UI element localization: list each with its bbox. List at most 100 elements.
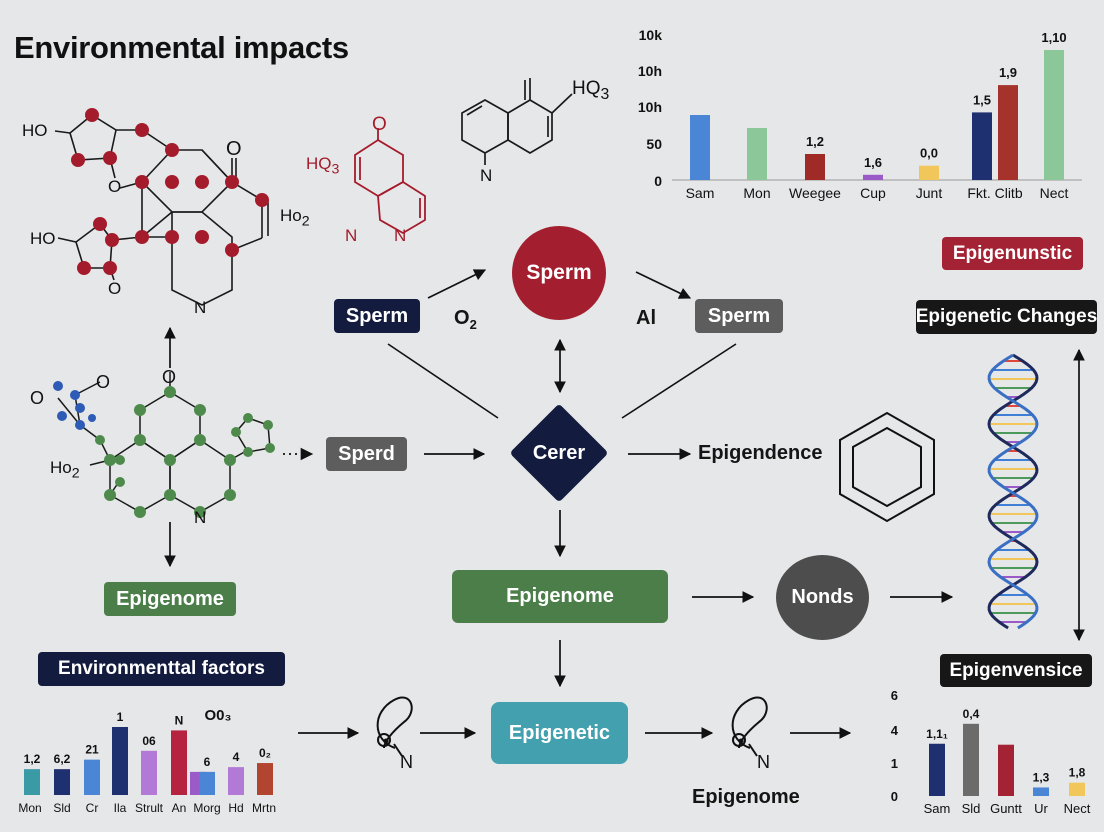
- x-tick-label: Cr: [86, 801, 99, 815]
- x-tick-label: Mon: [18, 801, 41, 815]
- molecule-4-atoms: [53, 381, 275, 518]
- environmental-factors-node[interactable]: Environmenttal factors: [38, 652, 285, 686]
- x-tick-label: Junt: [916, 185, 943, 201]
- bar: [805, 154, 825, 180]
- m4-o-label: O: [30, 388, 45, 408]
- x-tick-label: Ur: [1034, 801, 1048, 816]
- nonds-node[interactable]: Nonds: [776, 555, 869, 640]
- m4-o-top-label: O: [162, 367, 177, 387]
- x-tick-label: Morg: [193, 801, 220, 815]
- bar: [998, 744, 1014, 796]
- epigenvensice-node[interactable]: Epigenvensice: [940, 654, 1092, 687]
- m4-n-label: N: [194, 508, 207, 527]
- x-tick-label: Sld: [962, 801, 981, 816]
- bar: [257, 763, 273, 795]
- m2-n-right-label: N: [394, 226, 407, 245]
- m1-o-top-label: O: [226, 138, 242, 160]
- bar-value-label: 06: [142, 734, 156, 748]
- bar-value-label: 1,2: [806, 134, 824, 149]
- bar-value-label: 1,3: [1033, 770, 1050, 784]
- bar-value-label: 1: [117, 710, 124, 724]
- bar: [1069, 782, 1085, 796]
- bar: [199, 771, 215, 795]
- swirl-molecule-icon-1: [376, 696, 413, 757]
- y-tick-label: 10k: [639, 27, 663, 43]
- molecule-1-atoms: [71, 108, 269, 275]
- benzene-ring-icon: [839, 411, 935, 523]
- molecule-4-icon: [57, 372, 271, 513]
- m1-o-bottom-label: O: [108, 279, 122, 298]
- cerer-label: Cerer: [532, 441, 586, 464]
- x-tick-label: Nect: [1040, 185, 1069, 201]
- x-tick-label: Nect: [1064, 801, 1091, 816]
- sperm-left-node[interactable]: Sperm: [334, 299, 420, 333]
- m3-hq-label: HQ3: [572, 78, 610, 103]
- y-tick-label: 10h: [638, 63, 662, 79]
- bar-value-label: 6,2: [54, 752, 71, 766]
- x-tick-label: Hd: [228, 801, 243, 815]
- dna-strand: [987, 353, 1039, 630]
- m4-ho2-label: Ho2: [50, 458, 80, 482]
- epigenome-left-node[interactable]: Epigenome: [104, 582, 236, 616]
- m1-o-left-label: O: [108, 177, 122, 196]
- epigenunstic-node[interactable]: Epigenunstic: [942, 237, 1083, 270]
- sperd-node[interactable]: Sperd: [326, 437, 407, 471]
- bar: [141, 750, 157, 795]
- x-tick-label: Mon: [743, 185, 770, 201]
- bar: [972, 112, 992, 180]
- epigenome-bottom-label: Epigenome: [692, 786, 800, 808]
- x-tick-label: Sam: [686, 185, 715, 201]
- x-tick-label: An: [172, 801, 187, 815]
- x-tick-label: Fkt. Clitb: [967, 185, 1022, 201]
- bar: [1033, 787, 1049, 796]
- bar: [963, 723, 979, 796]
- y-tick-label: 4: [891, 723, 899, 738]
- m2-hq-label: HQ3: [306, 154, 340, 178]
- bar-value-label: 1,8: [1069, 766, 1086, 780]
- m1-ho-top-label: HO: [22, 121, 48, 140]
- x-tick-label: Cup: [860, 185, 886, 201]
- bar: [112, 727, 128, 795]
- y-tick-label: 1: [891, 756, 898, 771]
- swirl2-n-label: N: [757, 752, 770, 772]
- y-tick-label: 0: [654, 173, 662, 189]
- x-tick-label: Weegee: [789, 185, 841, 201]
- x-tick-label: Sld: [53, 801, 70, 815]
- bar: [747, 128, 767, 180]
- x-tick-label: Guntt: [990, 801, 1022, 816]
- chart-extra-label: O0₃: [205, 707, 232, 724]
- epigenetic-changes-node[interactable]: Epigenetic Changes: [916, 300, 1097, 334]
- x-tick-label: Mrtn: [252, 801, 276, 815]
- bar: [998, 85, 1018, 180]
- sperm-right-node[interactable]: Sperm: [695, 299, 783, 333]
- m1-ho-bottom-label: HO: [30, 229, 56, 248]
- y-tick-label: 0: [891, 789, 898, 804]
- bar: [1044, 50, 1064, 180]
- x-tick-label: Strult: [135, 801, 164, 815]
- epigenetic-node[interactable]: Epigenetic: [491, 702, 628, 764]
- bar-value-label: 1,2: [24, 752, 41, 766]
- epigendence-label: Epigendence: [698, 442, 823, 464]
- bar: [228, 767, 244, 795]
- bar: [84, 759, 100, 795]
- bar-value-label: 0,0: [920, 146, 938, 161]
- y-tick-label: 10h: [638, 99, 662, 115]
- bar-value-label: 21: [85, 743, 99, 757]
- epigenome-center-node[interactable]: Epigenome: [452, 570, 668, 623]
- bar: [929, 743, 945, 796]
- bar-value-label: 4: [233, 750, 240, 764]
- x-tick-label: Ila: [114, 801, 127, 815]
- swirl1-n-label: N: [400, 752, 413, 772]
- bar-value-label: 0,4: [963, 707, 980, 721]
- bar-value-label: N: [175, 713, 184, 727]
- bar-value-label: 0₂: [259, 746, 271, 760]
- cerer-diamond-node[interactable]: Cerer: [509, 403, 609, 503]
- molecule-3-icon: [461, 78, 573, 165]
- m3-n-label: N: [480, 166, 493, 185]
- sperm-circle-node[interactable]: Sperm: [512, 226, 606, 320]
- bar-value-label: 1,6: [864, 155, 882, 170]
- bar: [24, 769, 40, 795]
